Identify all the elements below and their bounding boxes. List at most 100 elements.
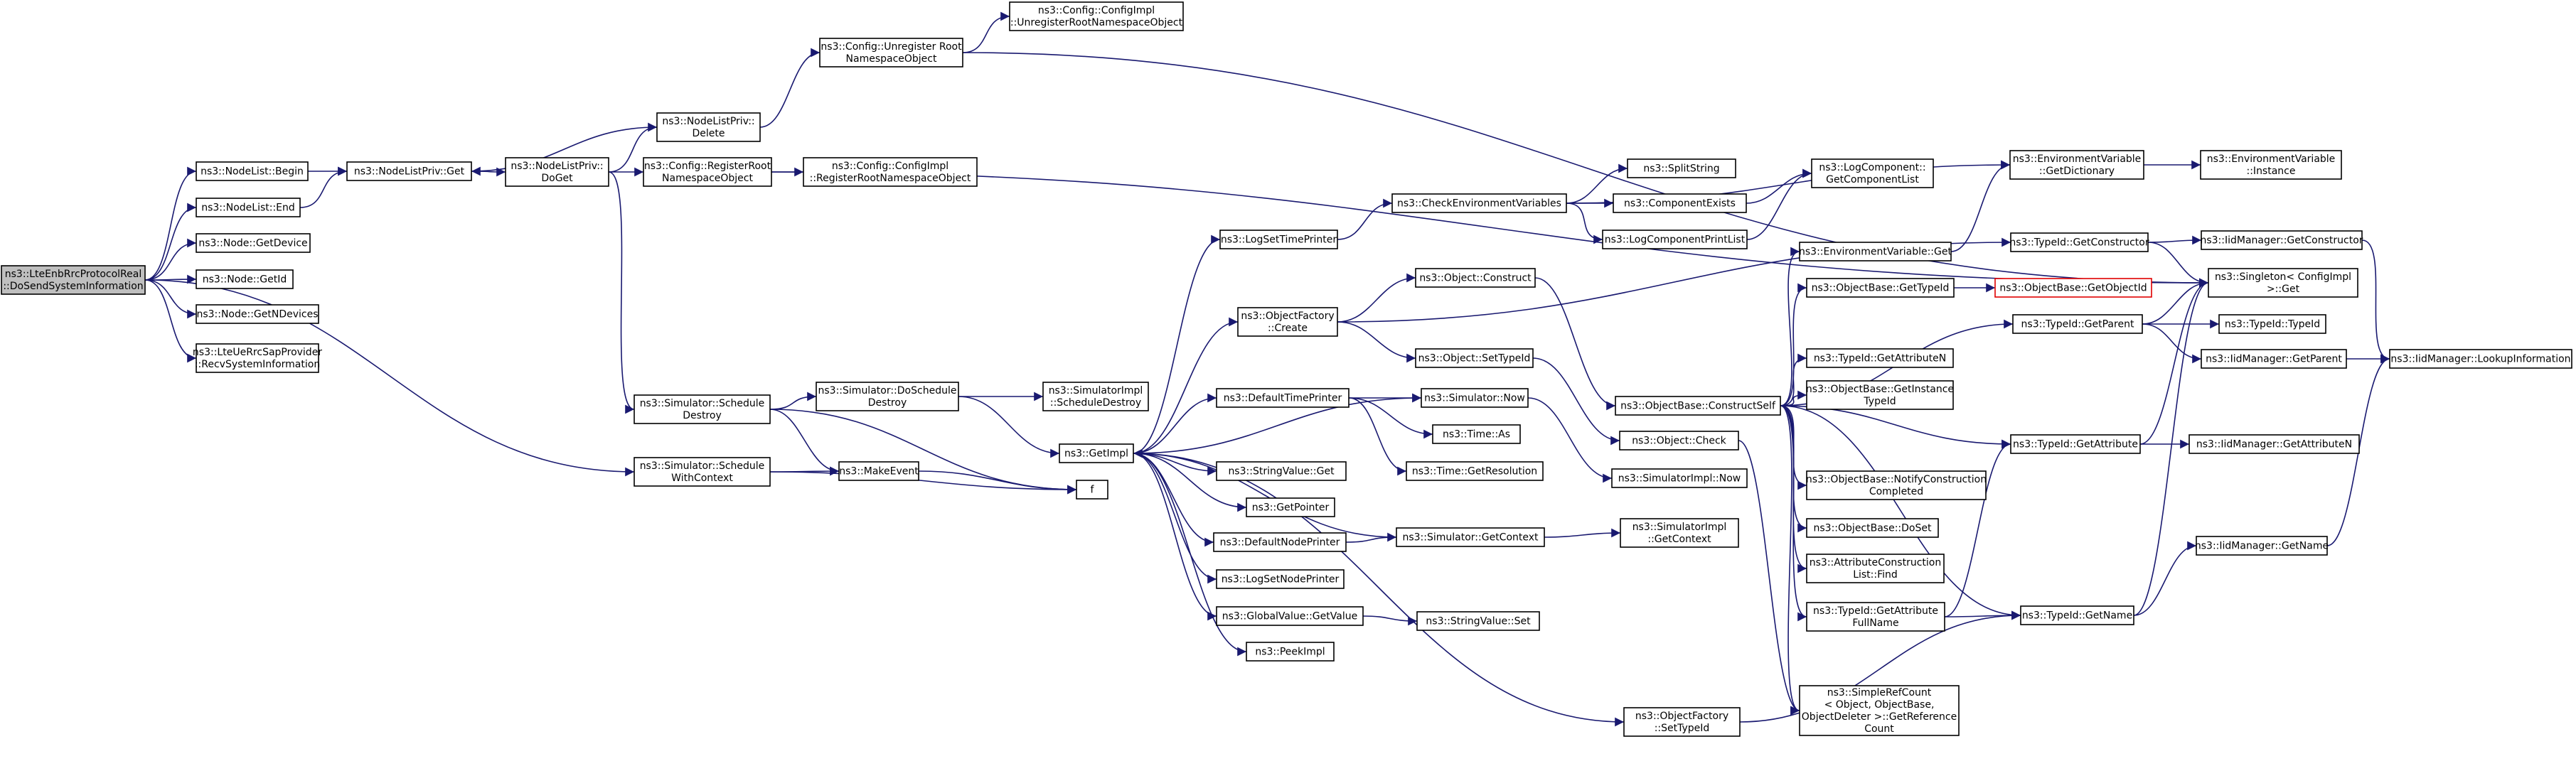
node-nlpdelete[interactable]: ns3::NodeListPriv::Delete bbox=[656, 112, 761, 142]
node-envvargetdict[interactable]: ns3::EnvironmentVariable::GetDictionary bbox=[2009, 150, 2144, 180]
node-peekimpl[interactable]: ns3::PeekImpl bbox=[1246, 642, 1335, 662]
node-getimpl[interactable]: ns3::GetImpl bbox=[1059, 443, 1134, 463]
node-compexists[interactable]: ns3::ComponentExists bbox=[1613, 193, 1747, 213]
node-getndevices[interactable]: ns3::Node::GetNDevices bbox=[196, 304, 319, 324]
node-nlpget[interactable]: ns3::NodeListPriv::Get bbox=[346, 161, 472, 181]
node-label: ns3::StringValue::Set bbox=[1426, 616, 1531, 627]
node-gvgetvalue[interactable]: ns3::GlobalValue::GetValue bbox=[1216, 606, 1364, 626]
node-objcheck[interactable]: ns3::Object::Check bbox=[1619, 431, 1739, 451]
node-getdevice[interactable]: ns3::Node::GetDevice bbox=[196, 233, 311, 253]
node-objbasedoset[interactable]: ns3::ObjectBase::DoSet bbox=[1806, 518, 1939, 538]
node-objbasenotify[interactable]: ns3::ObjectBase::NotifyConstructionCompl… bbox=[1806, 470, 1987, 500]
node-makeevent[interactable]: ns3::MakeEvent bbox=[838, 461, 919, 481]
node-defnodeprinter[interactable]: ns3::DefaultNodePrinter bbox=[1213, 532, 1347, 552]
node-objbasegetobjectid[interactable]: ns3::ObjectBase::GetObjectId bbox=[1994, 278, 2152, 298]
node-simimplgetctx[interactable]: ns3::SimulatorImpl::GetContext bbox=[1620, 518, 1739, 548]
node-implschedestroy[interactable]: ns3::SimulatorImpl::ScheduleDestroy bbox=[1042, 382, 1149, 411]
node-box bbox=[816, 382, 959, 411]
node-f[interactable]: f bbox=[1076, 480, 1108, 500]
node-typeidgetattrn[interactable]: ns3::TypeId::GetAttributeN bbox=[1806, 348, 1954, 368]
node-cfgimplreg[interactable]: ns3::Config::ConfigImpl::RegisterRootNam… bbox=[803, 157, 978, 187]
node-nlend[interactable]: ns3::NodeList::End bbox=[196, 198, 301, 217]
node-box bbox=[2010, 232, 2149, 252]
edge-getimpl-to-simnow bbox=[1133, 393, 1422, 454]
node-label: ns3::LogComponent:: bbox=[1819, 162, 1925, 173]
node-simnow[interactable]: ns3::Simulator::Now bbox=[1421, 388, 1529, 408]
node-box bbox=[505, 157, 609, 187]
node-label: NamespaceObject bbox=[846, 53, 937, 65]
node-logsettimeprinter[interactable]: ns3::LogSetTimePrinter bbox=[1219, 230, 1338, 249]
node-strvalset[interactable]: ns3::StringValue::Set bbox=[1416, 611, 1540, 631]
node-simimplnow[interactable]: ns3::SimulatorImpl::Now bbox=[1611, 468, 1748, 488]
node-iidmgrgetname[interactable]: ns3::IidManager::GetName bbox=[2195, 536, 2329, 556]
edge-cfgreg-to-singletonget bbox=[771, 171, 2209, 288]
node-label: ::Instance bbox=[2247, 166, 2296, 177]
node-iidmgrgetattrn[interactable]: ns3::IidManager::GetAttributeN bbox=[2188, 434, 2360, 454]
edge-envvarget-to-envvargetdict bbox=[1950, 160, 2011, 252]
node-objconstruct[interactable]: ns3::Object::Construct bbox=[1415, 268, 1536, 288]
node-box bbox=[2201, 349, 2347, 369]
node-label: ns3::Time::GetResolution bbox=[1412, 466, 1537, 478]
edge-logsettimeprinter-to-checkenv bbox=[1337, 198, 1393, 240]
node-objfactorycreate[interactable]: ns3::ObjectFactory::Create bbox=[1237, 307, 1338, 337]
node-simplerefcount[interactable]: ns3::SimpleRefCount< Object, ObjectBase,… bbox=[1799, 685, 1960, 736]
node-label: Count bbox=[1864, 723, 1894, 735]
node-checkenv[interactable]: ns3::CheckEnvironmentVariables bbox=[1391, 193, 1567, 213]
node-logcompgetlist[interactable]: ns3::LogComponent::GetComponentList bbox=[1811, 158, 1934, 188]
node-box bbox=[1432, 424, 1521, 444]
node-label: Destroy bbox=[683, 410, 721, 421]
node-cfgimplunreg[interactable]: ns3::Config::ConfigImpl::UnregisterRootN… bbox=[1009, 1, 1184, 31]
node-strvalget[interactable]: ns3::StringValue::Get bbox=[1216, 461, 1347, 481]
node-recvsysinfo[interactable]: ns3::LteUeRrcSapProvider::RecvSystemInfo… bbox=[193, 343, 322, 373]
node-cfgreg[interactable]: ns3::Config::RegisterRootNamespaceObject bbox=[643, 157, 772, 187]
node-iidmgrgetconstructor[interactable]: ns3::IidManager::GetConstructor bbox=[2200, 230, 2363, 250]
node-box bbox=[2208, 268, 2358, 298]
node-timegetres[interactable]: ns3::Time::GetResolution bbox=[1406, 461, 1544, 481]
node-label: ns3::Config::ConfigImpl bbox=[832, 161, 948, 172]
edge-objbaseconstructself-to-simplerefcount bbox=[1780, 405, 1800, 716]
node-box bbox=[1806, 380, 1954, 410]
node-objbasegettypeid[interactable]: ns3::ObjectBase::GetTypeId bbox=[1806, 278, 1955, 298]
node-root[interactable]: ns3::LteEnbRrcProtocolReal::DoSendSystem… bbox=[1, 265, 146, 295]
node-logcompprint[interactable]: ns3::LogComponentPrintList bbox=[1602, 230, 1748, 249]
node-deftimeprinter[interactable]: ns3::DefaultTimePrinter bbox=[1216, 388, 1350, 408]
node-objsettypeid[interactable]: ns3::Object::SetTypeId bbox=[1415, 348, 1534, 368]
node-objbaseconstructself[interactable]: ns3::ObjectBase::ConstructSelf bbox=[1615, 396, 1781, 416]
node-schedestroy[interactable]: ns3::Simulator::ScheduleDestroy bbox=[634, 394, 771, 424]
edge-objbaseconstructself-to-typeidgetattribute bbox=[1780, 405, 2011, 449]
node-singletonget[interactable]: ns3::Singleton< ConfigImpl >::Get bbox=[2208, 268, 2358, 298]
node-logsetnodeprinter[interactable]: ns3::LogSetNodePrinter bbox=[1216, 569, 1345, 589]
node-box bbox=[1415, 268, 1536, 288]
node-box bbox=[643, 157, 772, 187]
node-label: List::Find bbox=[1853, 569, 1898, 581]
node-typeidgetattribute[interactable]: ns3::TypeId::GetAttribute bbox=[2010, 434, 2141, 454]
node-iidmgrlookup[interactable]: ns3::IidManager::LookupInformation bbox=[2389, 349, 2572, 369]
node-label: ns3::PeekImpl bbox=[1255, 647, 1325, 658]
node-typeidgetparent[interactable]: ns3::TypeId::GetParent bbox=[2012, 314, 2143, 334]
node-box bbox=[1237, 307, 1338, 337]
node-timeas[interactable]: ns3::Time::As bbox=[1432, 424, 1521, 444]
node-typeidgetname[interactable]: ns3::TypeId::GetName bbox=[2020, 605, 2134, 625]
node-cfgunreg[interactable]: ns3::Config::Unregister RootNamespaceObj… bbox=[819, 38, 963, 68]
node-splitstring[interactable]: ns3::SplitString bbox=[1627, 158, 1736, 178]
node-objfactorysettypeid[interactable]: ns3::ObjectFactory::SetTypeId bbox=[1623, 707, 1741, 737]
edge-nlpdelete-to-nlpget bbox=[471, 126, 658, 176]
node-iidmgrgetparent[interactable]: ns3::IidManager::GetParent bbox=[2201, 349, 2347, 369]
node-envvarget[interactable]: ns3::EnvironmentVariable::Get bbox=[1799, 242, 1952, 261]
node-getpointer[interactable]: ns3::GetPointer bbox=[1246, 497, 1335, 517]
node-nlbegin[interactable]: ns3::NodeList::Begin bbox=[196, 161, 309, 181]
node-simgetctx[interactable]: ns3::Simulator::GetContext bbox=[1396, 527, 1545, 547]
node-typeidtypeid[interactable]: ns3::TypeId::TypeId bbox=[2218, 314, 2326, 334]
node-nodegetid[interactable]: ns3::Node::GetId bbox=[196, 269, 294, 289]
node-nlpdoget[interactable]: ns3::NodeListPriv::DoGet bbox=[505, 157, 609, 187]
node-typeidgetconstructor[interactable]: ns3::TypeId::GetConstructor bbox=[2009, 232, 2149, 252]
node-label: ns3::LogSetTimePrinter bbox=[1221, 234, 1337, 246]
node-envvarinstance[interactable]: ns3::EnvironmentVariable::Instance bbox=[2200, 150, 2342, 180]
edge-schedestroy-to-doschedestroy bbox=[769, 392, 817, 410]
node-box bbox=[2009, 150, 2144, 180]
